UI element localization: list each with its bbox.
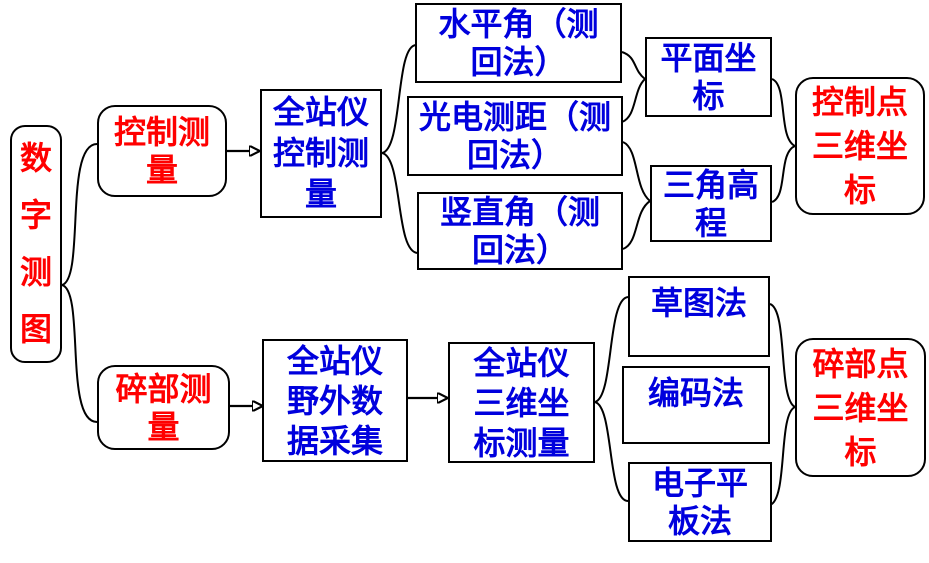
node-control-survey: 控制测 量 [97,105,227,197]
connector-station-control-to-vertical [381,152,419,254]
node-trig-leveling: 三角高 程 [650,165,772,242]
node-coding-method: 编码法 [622,366,770,444]
node-sketch-method: 草图法 [628,276,770,357]
node-plane-coordinates: 平面坐 标 [645,37,772,117]
node-digital-mapping: 数 字 测 图 [10,125,62,363]
connector-root-to-detail [61,284,98,423]
connector-station-3d-to-eplate [594,401,629,502]
node-eplate-method: 电子平 板法 [628,462,772,542]
node-horizontal-angle: 水平角（测 回法） [415,3,622,83]
node-total-station-control: 全站仪 控制测 量 [260,89,382,218]
connector-edm-to-trig [622,141,651,202]
connector-plane-to-control-point [771,78,796,147]
connector-station-control-to-horizontal [381,44,417,154]
node-field-data-collection: 全站仪 野外数 据采集 [262,339,408,462]
node-edm-distance: 光电测距（测 回法） [407,96,623,176]
node-detail-point-3d: 碎部点 三维坐 标 [795,338,926,477]
connector-eplate-to-detail-point [769,406,796,506]
node-vertical-angle: 竖直角（测 回法） [417,192,623,270]
connector-horizontal-to-plane [621,51,646,80]
connector-trig-to-control-point [771,145,796,203]
connector-station-3d-to-sketch [594,296,629,403]
node-station-3d-measure: 全站仪 三维坐 标测量 [448,342,595,463]
connector-sketch-to-detail-point [769,303,796,408]
connector-root-to-control [61,143,98,286]
connector-edm-to-plane [621,78,646,123]
node-detail-survey: 碎部测 量 [97,365,230,450]
connector-vertical-to-trig [622,200,651,250]
node-control-point-3d: 控制点 三维坐 标 [795,77,925,215]
